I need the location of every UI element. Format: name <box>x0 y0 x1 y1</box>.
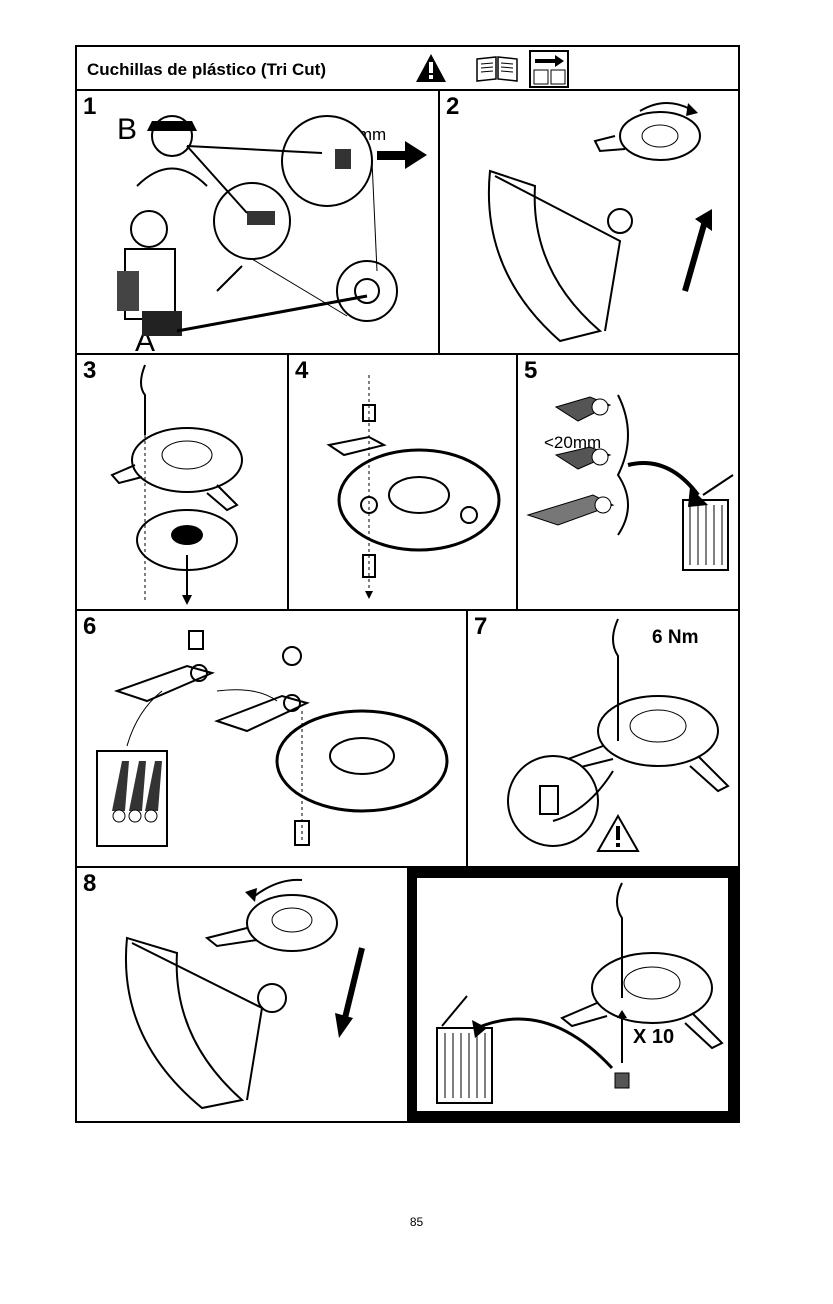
panel-3: 3 <box>77 355 289 611</box>
panel-final-illustration <box>417 878 728 1111</box>
panel-1-illustration <box>77 91 438 353</box>
panel-5: 5 <20mm <box>518 355 738 611</box>
panel-7: 7 6 Nm <box>468 611 738 868</box>
panel-2-illustration <box>440 91 738 353</box>
warning-triangle-icon <box>415 53 447 83</box>
arrow-box-icon <box>529 50 569 88</box>
panel-8: 8 <box>77 868 407 1121</box>
panel-6: 6 <box>77 611 468 868</box>
panel-5-illustration <box>518 355 738 609</box>
panel-3-illustration <box>77 355 287 609</box>
panel-6-illustration <box>77 611 466 866</box>
instruction-frame: Cuchillas de plástico (Tri Cut) 1 B A <2… <box>75 45 740 1123</box>
manual-book-icon <box>475 55 519 83</box>
panel-final: X 10 <box>407 868 738 1121</box>
page-title: Cuchillas de plástico (Tri Cut) <box>87 60 326 80</box>
panel-2: 2 <box>440 91 738 355</box>
panel-4: 4 <box>289 355 518 611</box>
header: Cuchillas de plástico (Tri Cut) <box>77 47 738 91</box>
panel-4-illustration <box>289 355 516 609</box>
panel-7-illustration <box>468 611 738 866</box>
panel-final-inner: X 10 <box>417 878 728 1111</box>
panel-8-illustration <box>77 868 407 1121</box>
panel-1: 1 B A <20mm <box>77 91 440 355</box>
page-number: 85 <box>0 1215 833 1229</box>
